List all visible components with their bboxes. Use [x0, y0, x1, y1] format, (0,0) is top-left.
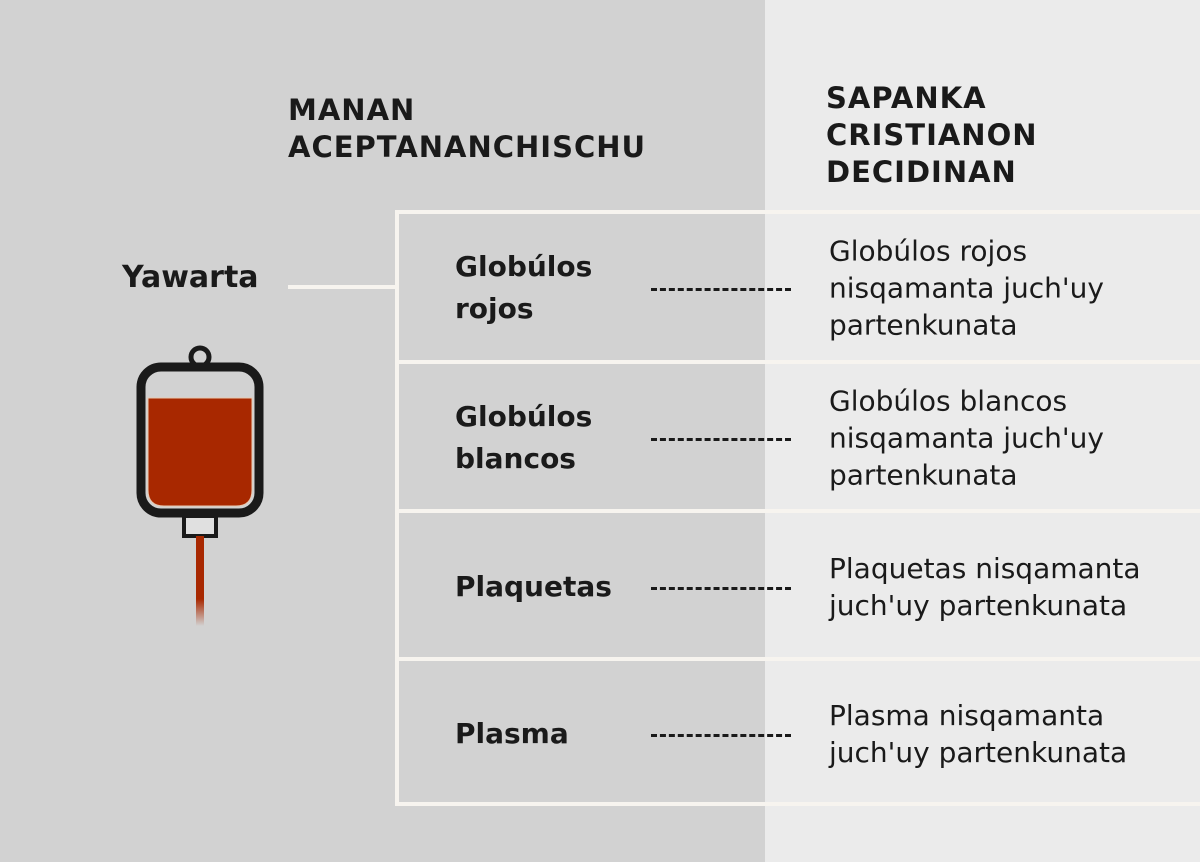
dashed-connector: [651, 438, 791, 441]
blood-label: Yawarta: [122, 260, 259, 295]
fraction-text: Globúlos blancos nisqamanta juch'uy part…: [829, 384, 1104, 492]
fraction-text: Globúlos rojos nisqamanta juch'uy parten…: [829, 234, 1104, 342]
fraction-text: Plasma nisqamanta juch'uy partenkunata: [829, 698, 1128, 769]
component-label: Globúlos rojos: [455, 250, 593, 325]
table-row: Plasma Plasma nisqamanta juch'uy partenk…: [399, 657, 1200, 806]
table-row: Plaquetas Plaquetas nisqamanta juch'uy p…: [399, 509, 1200, 661]
dashed-connector: [651, 733, 791, 737]
fraction-text: Plaquetas nisqamanta juch'uy partenkunat…: [829, 552, 1141, 622]
components-table: Globúlos rojos Globúlos rojos nisqamanta…: [395, 210, 1200, 806]
dashed-connector: [651, 288, 791, 291]
dashed-connector: [651, 587, 791, 590]
header-left: MANAN ACEPTANANCHISCHU: [288, 93, 647, 164]
component-label: Plasma: [455, 716, 569, 750]
component-label: Globúlos blancos: [455, 400, 593, 475]
header-right: SAPANKA CRISTIANON DECIDINAN: [826, 81, 1038, 189]
component-label: Plaquetas: [455, 570, 612, 603]
table-row: Globúlos blancos Globúlos blancos nisqam…: [399, 360, 1200, 512]
table-row: Globúlos rojos Globúlos rojos nisqamanta…: [399, 214, 1200, 362]
blood-bag-icon: [136, 345, 264, 626]
right-column-background: [765, 0, 1200, 862]
connector-line: [288, 285, 398, 289]
